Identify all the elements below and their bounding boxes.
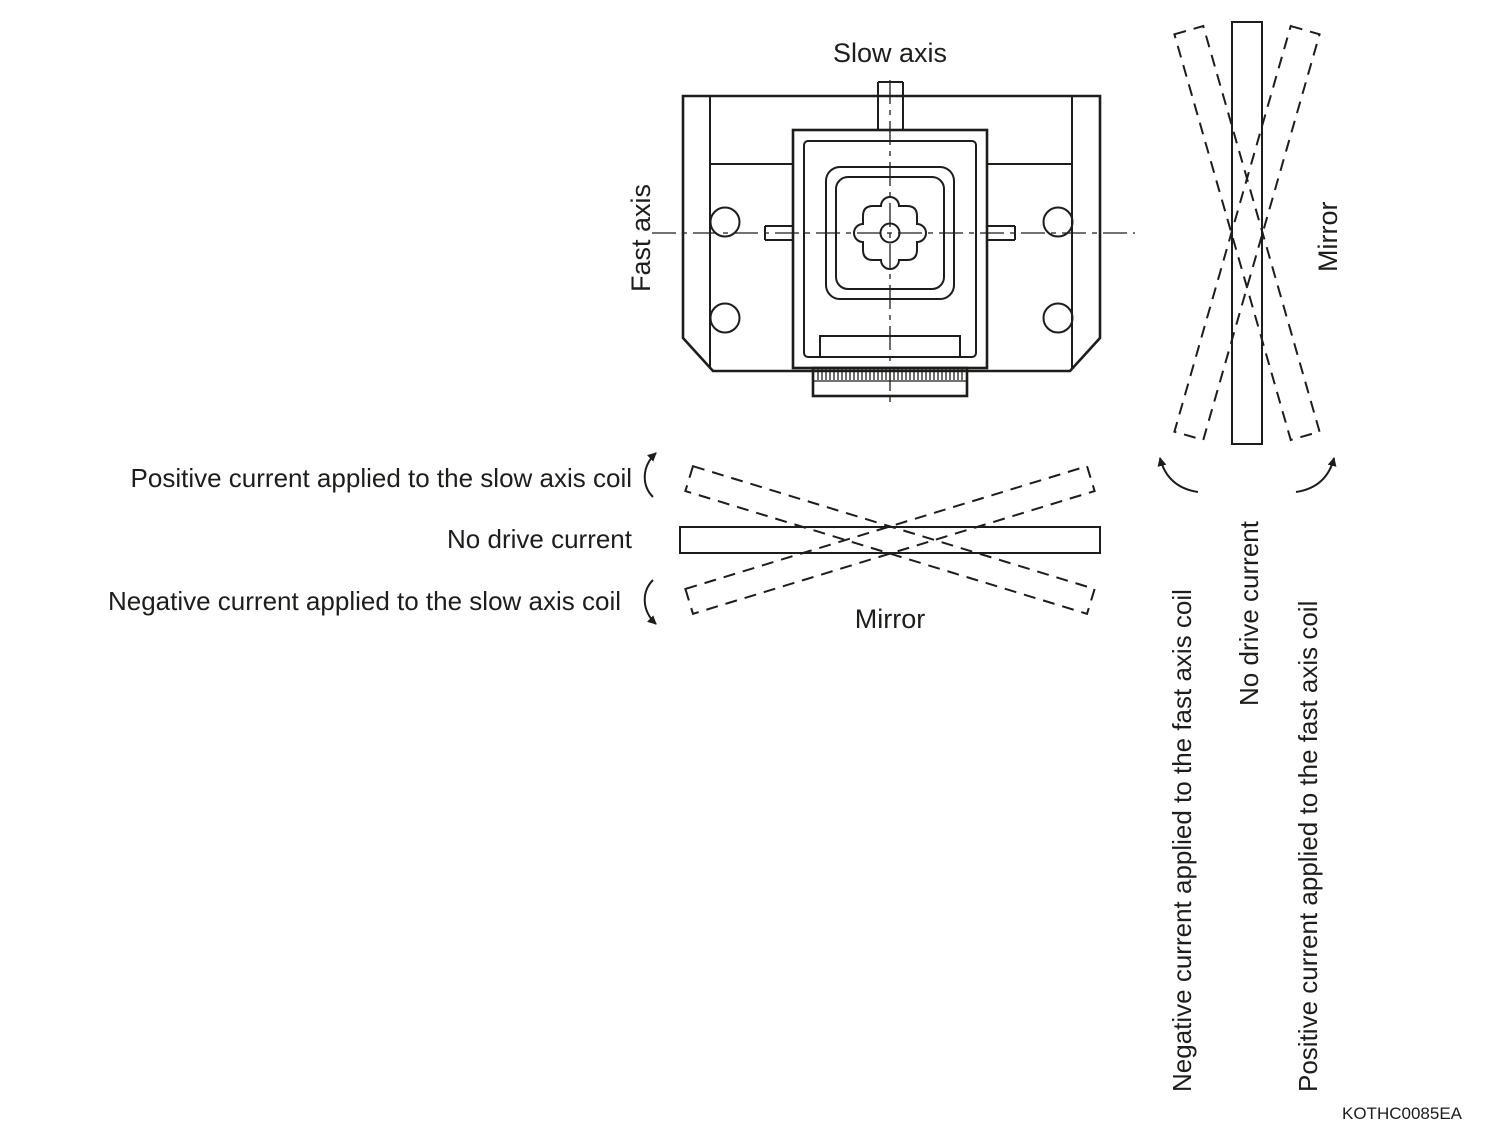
slow-mirror-tilted-negative — [684, 464, 1096, 616]
fast-axis-stub-left — [764, 225, 793, 241]
gimbal-outer — [825, 166, 955, 300]
slow-positive-current-label: Positive current applied to the slow axi… — [131, 463, 632, 493]
mounting-hole-top-right — [1042, 206, 1074, 238]
fast-mirror-tilted-negative — [1173, 24, 1321, 442]
fast-mirror-rest-position — [1231, 21, 1263, 445]
fast-no-drive-current-label: No drive current — [1234, 520, 1264, 706]
slow-axis-label: Slow axis — [833, 38, 947, 68]
slow-negative-current-label: Negative current applied to the slow axi… — [108, 586, 621, 616]
gimbal-inner — [835, 176, 945, 290]
mirror-plate — [853, 196, 927, 270]
mirror-center-hub — [879, 222, 901, 244]
slow-mirror-tilted-positive — [684, 464, 1096, 616]
connector-pin-hatch — [817, 369, 963, 380]
slow-mirror-label: Mirror — [855, 604, 925, 634]
slow-axis-torsion-bar — [877, 81, 904, 130]
connector-body — [811, 366, 969, 398]
slow-axis-rotation-diagram — [643, 452, 1101, 625]
slow-no-drive-current-label: No drive current — [447, 524, 633, 554]
fast-positive-current-label: Positive current applied to the fast axi… — [1293, 601, 1323, 1092]
mounting-hole-top-left — [709, 206, 741, 238]
fast-mirror-label: Mirror — [1313, 202, 1343, 272]
slow-negative-rotation-arrow — [643, 579, 657, 625]
slow-mirror-rest-position — [679, 526, 1101, 554]
package-outline — [681, 94, 1102, 373]
mounting-hole-bottom-left — [709, 302, 741, 334]
fast-mirror-tilted-positive — [1173, 24, 1321, 442]
fast-negative-rotation-arrow — [1157, 457, 1199, 493]
fast-axis-label: Fast axis — [626, 184, 656, 292]
figure-code: KOTHC0085EA — [1342, 1104, 1463, 1123]
mems-device-drawing — [652, 80, 1135, 408]
frame-bottom-block — [819, 335, 961, 358]
fast-positive-rotation-arrow — [1295, 457, 1337, 493]
fast-negative-current-label: Negative current applied to the fast axi… — [1167, 589, 1197, 1092]
fast-axis-rotation-diagram — [1157, 21, 1337, 493]
mounting-hole-bottom-right — [1042, 302, 1074, 334]
fast-axis-stub-right — [987, 225, 1016, 241]
slow-positive-rotation-arrow — [643, 452, 657, 498]
